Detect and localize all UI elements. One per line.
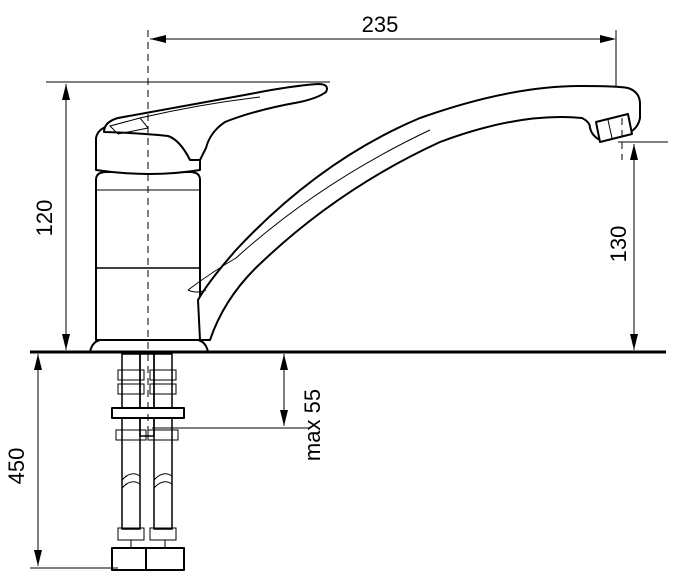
mount-depth-label: max 55: [300, 389, 325, 461]
spout-height-label: 130: [606, 226, 631, 263]
dimension-spout-reach: 235: [150, 12, 617, 86]
base-flange: [89, 339, 209, 353]
dimension-mount-depth: max 55: [152, 354, 325, 461]
spout: [197, 85, 641, 341]
hose-length-label: 450: [4, 448, 29, 485]
lever-height-label: 120: [32, 200, 57, 237]
lever-handle: [103, 83, 328, 161]
aerator: [595, 113, 633, 143]
faucet-cylinder: [95, 171, 201, 341]
dimension-lever-height: 120: [32, 81, 330, 350]
faucet-body: [89, 83, 641, 353]
spout-reach-label: 235: [362, 12, 399, 37]
dimension-spout-height: 130: [606, 141, 668, 350]
dimension-hose-length: 450: [4, 354, 118, 569]
supply-hoses: [111, 353, 185, 571]
